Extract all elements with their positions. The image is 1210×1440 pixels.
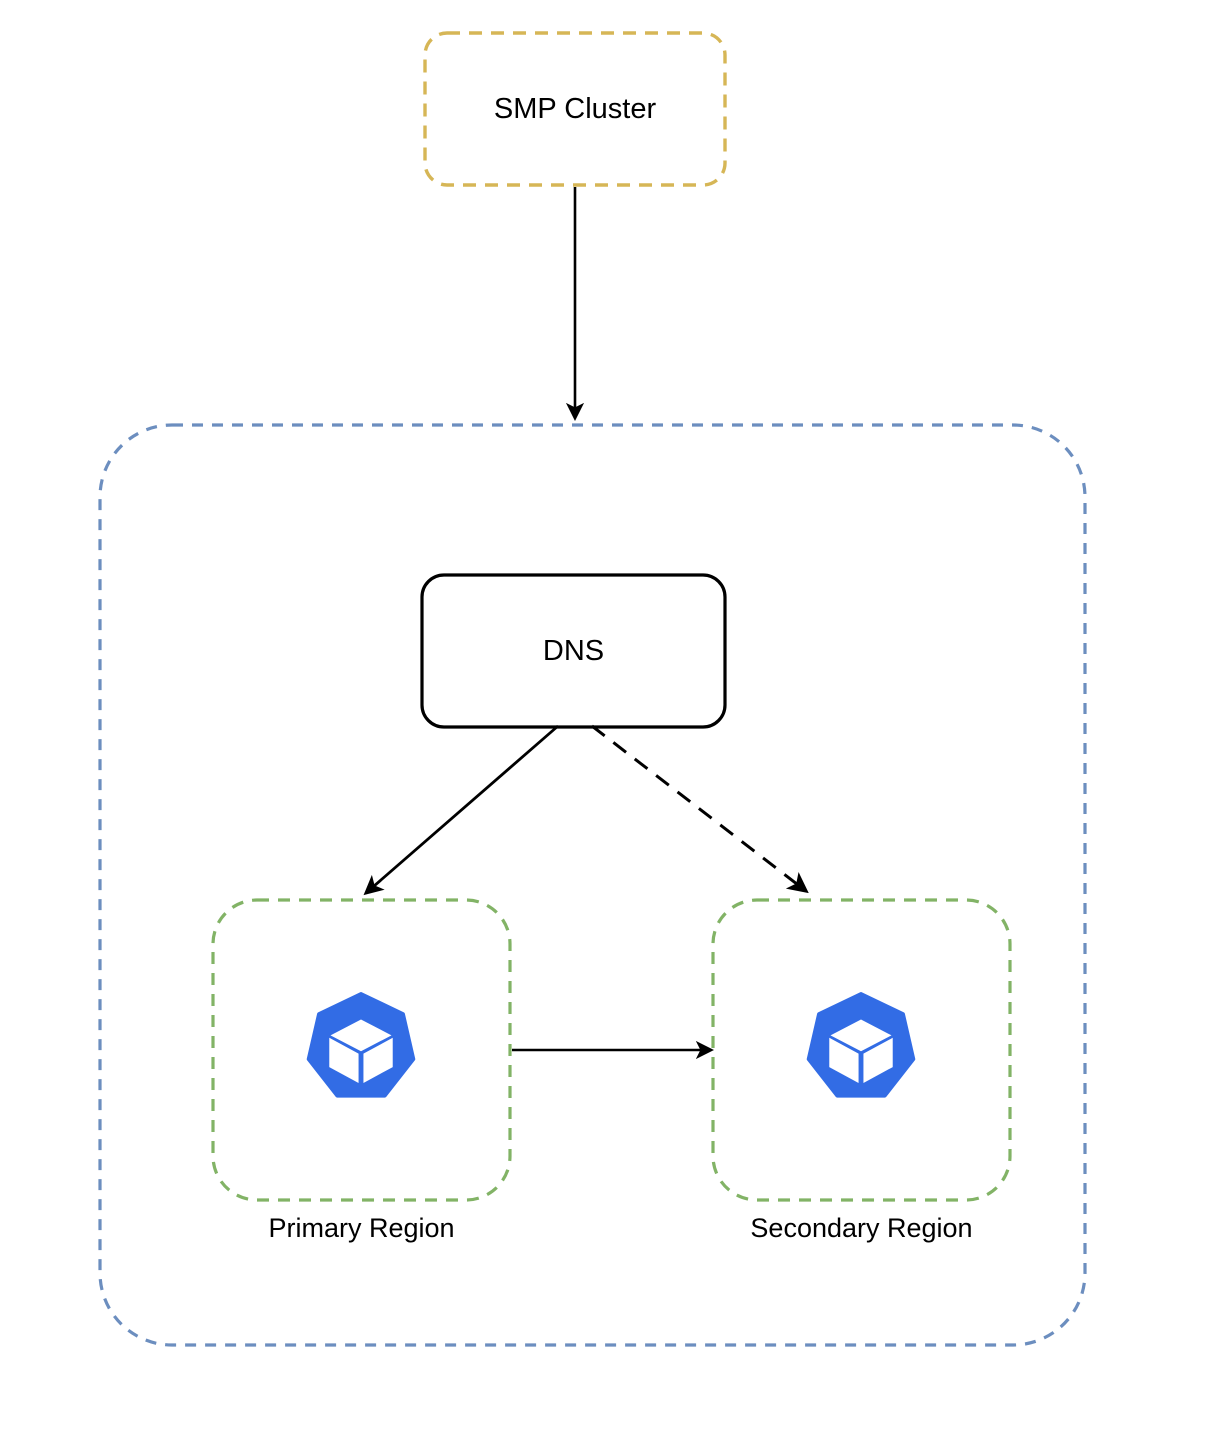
kubernetes-icon [800,989,922,1111]
edge-dns-to-secondary [591,724,809,894]
dns-box[interactable] [420,573,727,729]
smp-cluster-box[interactable] [423,31,727,187]
platform-container-box[interactable] [98,423,1087,1347]
kubernetes-icon [300,989,422,1111]
edge-dns-to-primary [363,724,559,896]
